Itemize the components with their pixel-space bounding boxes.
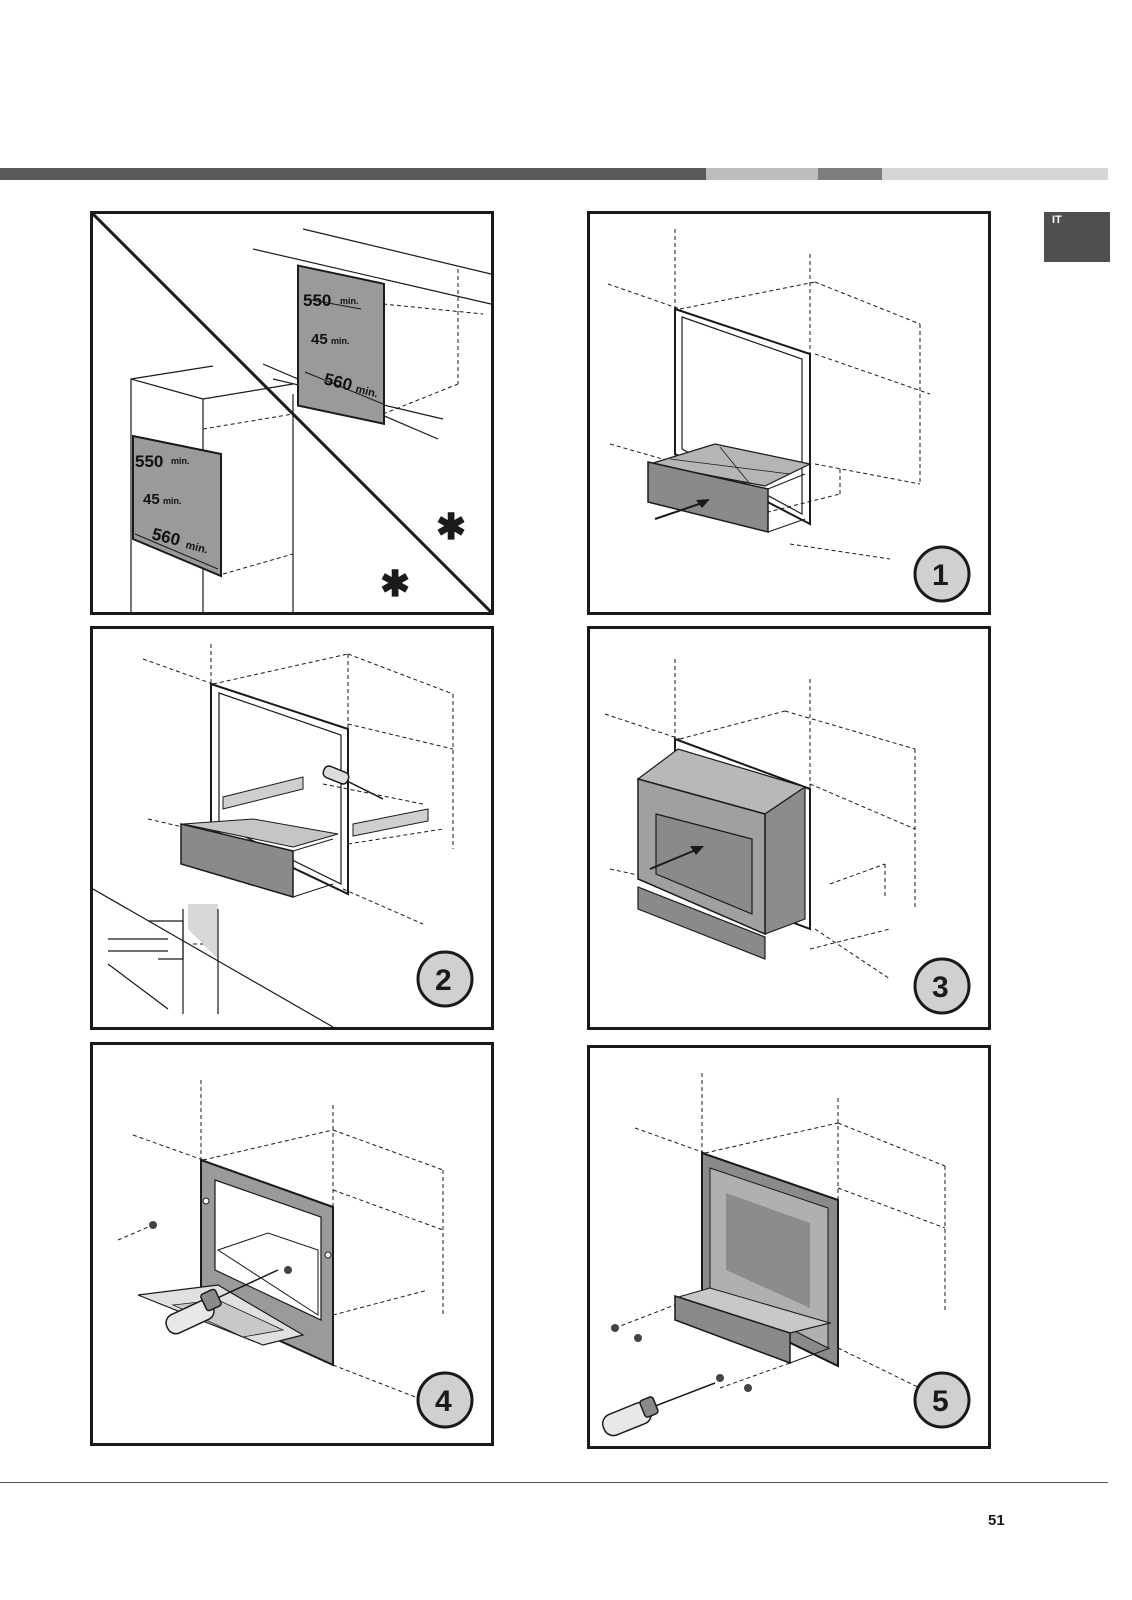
page-number: 51 (988, 1512, 1005, 1529)
step-number-2: 2 (435, 964, 452, 997)
step-1-illustration: 1 (607, 229, 971, 603)
panel-step-2: 2 (90, 626, 494, 1030)
panel-step-5: 5 (587, 1045, 991, 1449)
upper-depth-unit: min. (354, 383, 379, 400)
step-5-illustration: 5 (601, 1073, 971, 1437)
lower-gap-unit: min. (163, 496, 182, 506)
asterisk-lower: ✱ (380, 563, 410, 604)
header-bar-segment-1 (0, 168, 706, 180)
asterisk-upper: ✱ (436, 506, 466, 547)
step-number-4: 4 (435, 1385, 452, 1418)
upper-gap-unit: min. (331, 336, 350, 346)
dimensions-illustration: 550 min. 45 min. 560 min. 550 min. 45 mi… (93, 214, 491, 612)
upper-width-label: 550 (303, 291, 331, 310)
step-number-5: 5 (932, 1385, 949, 1418)
panel-step-4: 4 (90, 1042, 494, 1446)
header-bar-segment-2 (706, 168, 818, 180)
upper-width-unit: min. (340, 296, 359, 306)
step-3-illustration: 3 (604, 659, 971, 1015)
upper-gap-label: 45 (311, 331, 328, 348)
footer-rule (0, 1482, 1108, 1483)
step-number-3: 3 (932, 971, 949, 1004)
step-number-1: 1 (932, 559, 949, 592)
lower-gap-label: 45 (143, 491, 160, 508)
header-bar (0, 168, 1108, 180)
header-bar-segment-3 (818, 168, 882, 180)
lower-width-unit: min. (171, 456, 190, 466)
language-tab-label: IT (1052, 214, 1062, 226)
step-4-illustration: 4 (117, 1080, 474, 1429)
panel-step-1: 1 (587, 211, 991, 615)
language-tab: IT (1044, 212, 1110, 262)
panel-dimensions: 550 min. 45 min. 560 min. 550 min. 45 mi… (90, 211, 494, 615)
lower-width-label: 550 (135, 452, 163, 471)
lower-depth-unit: min. (184, 539, 209, 556)
header-bar-segment-4 (882, 168, 1108, 180)
panel-step-3: 3 (587, 626, 991, 1030)
step-2-illustration: 2 (93, 644, 474, 1027)
